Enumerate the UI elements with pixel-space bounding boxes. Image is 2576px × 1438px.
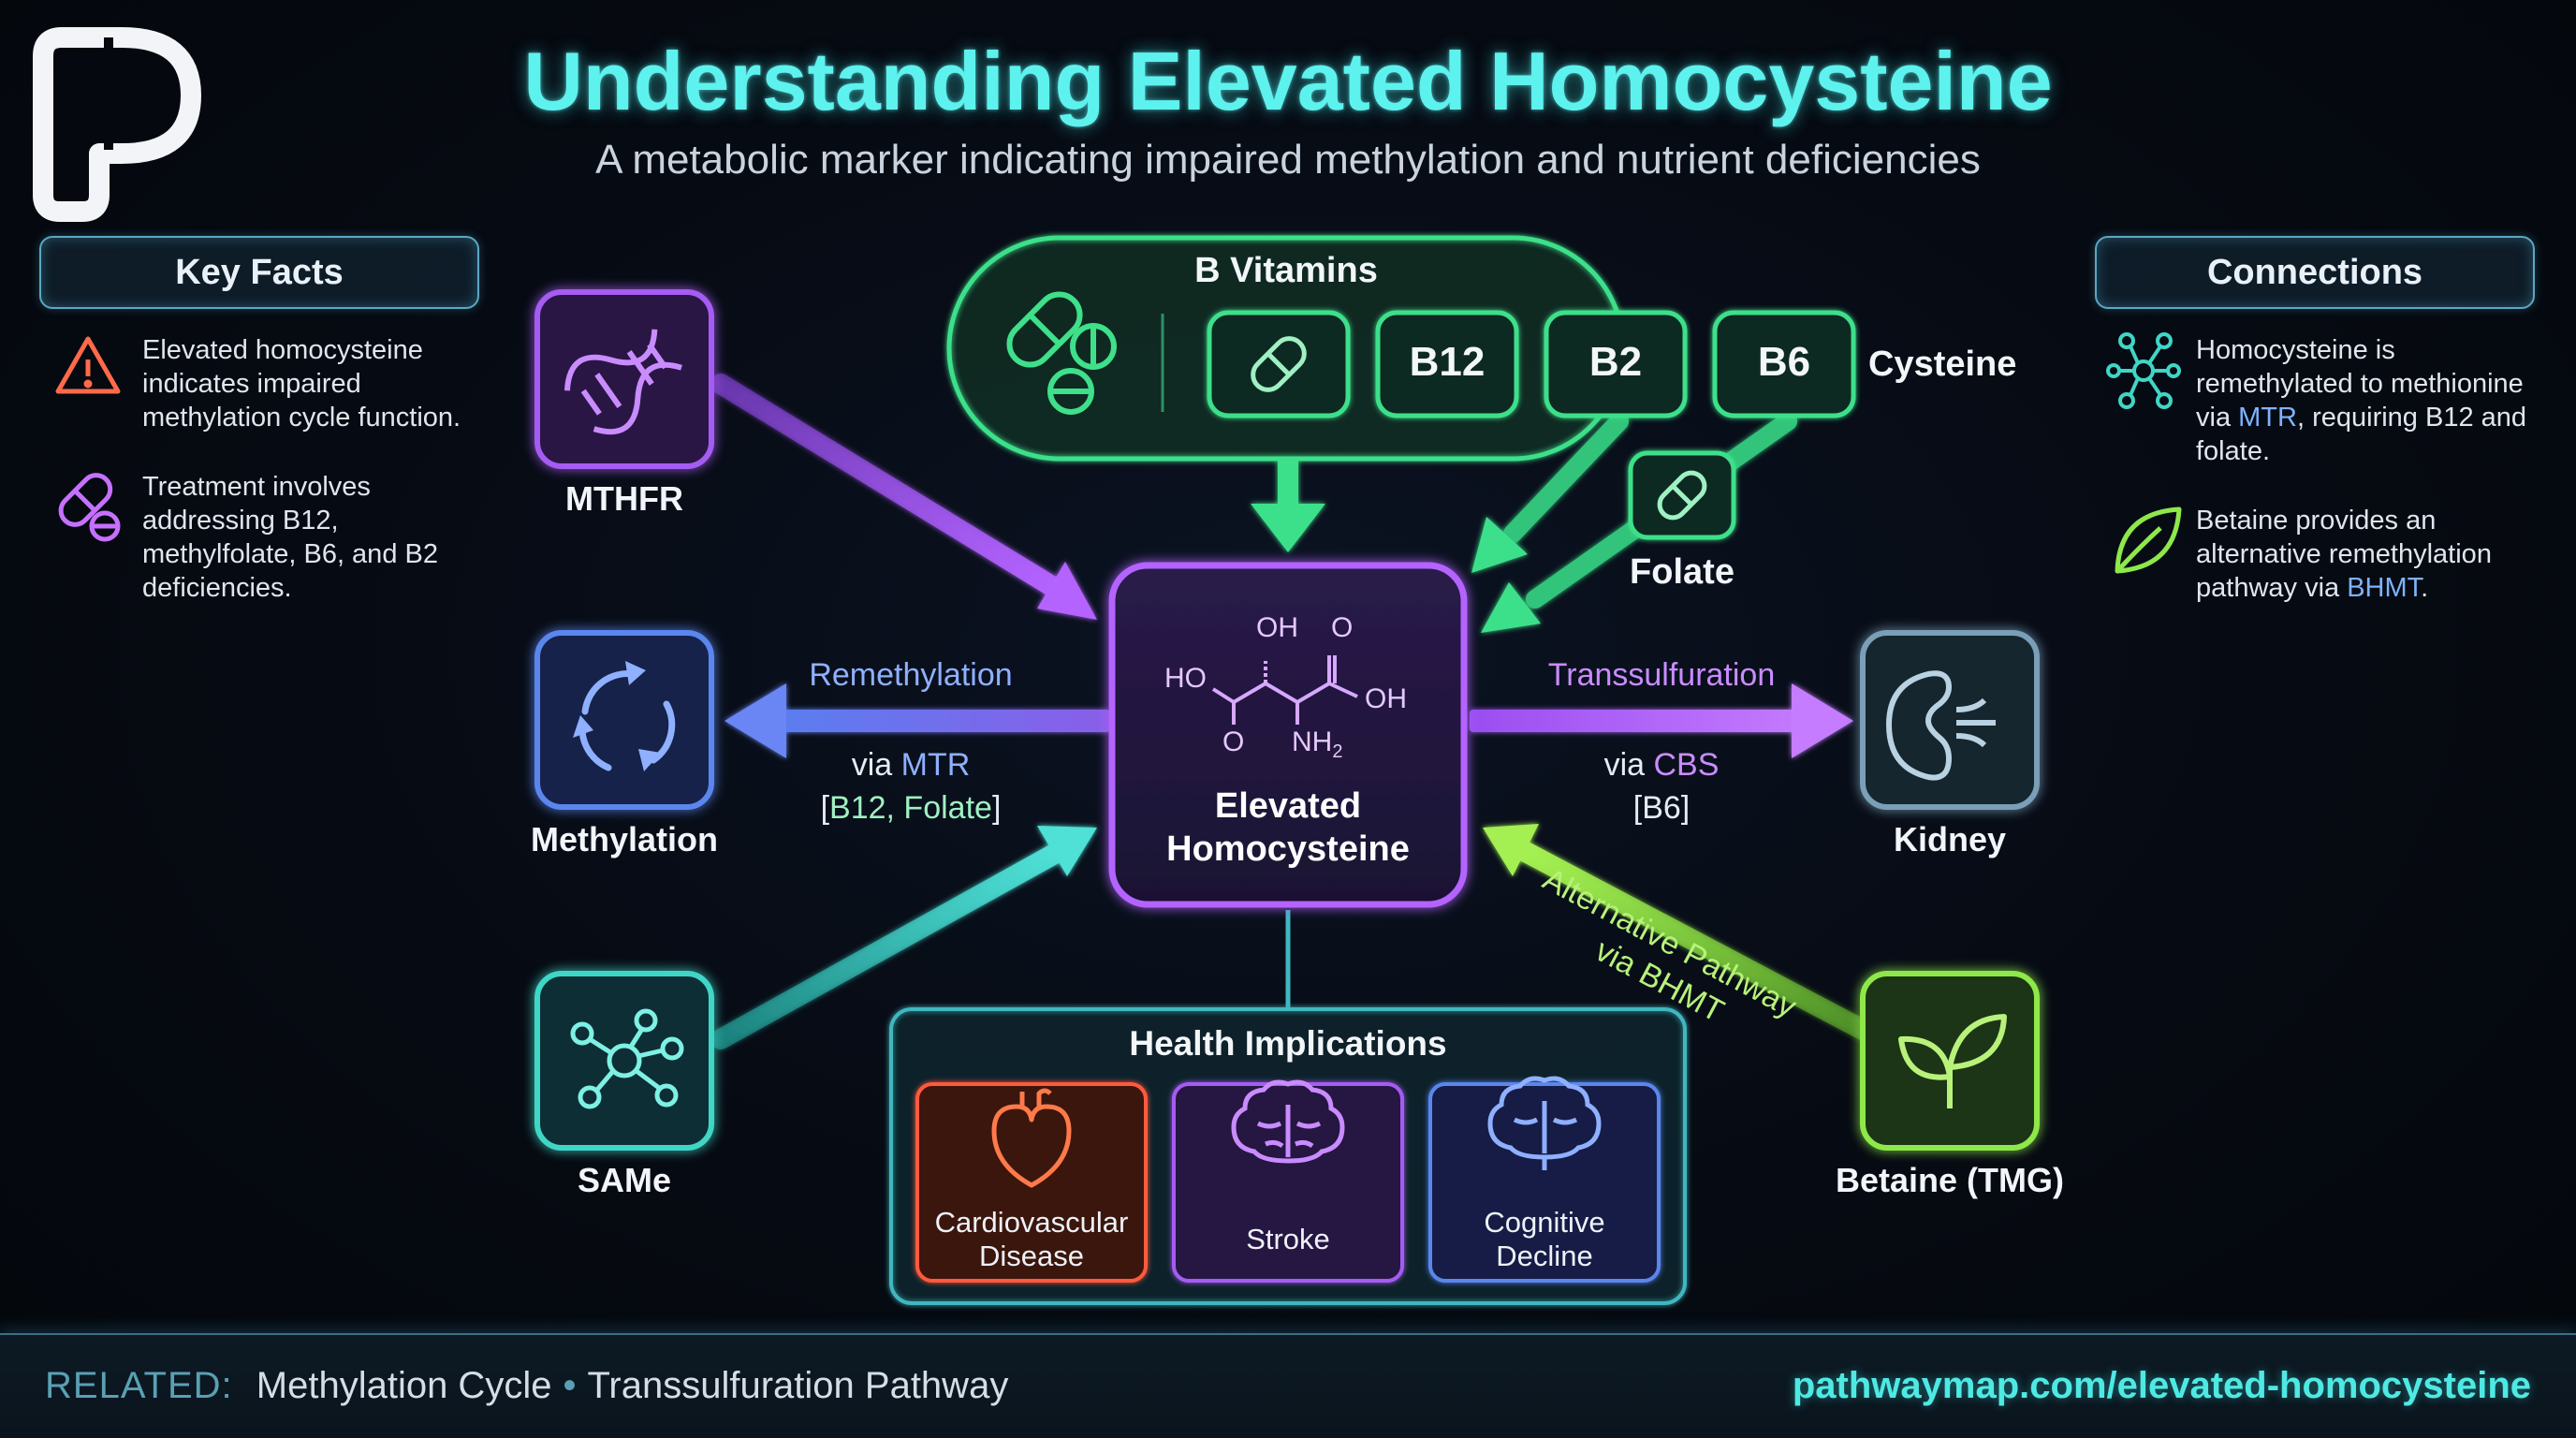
- related-links: RELATED: Methylation Cycle •Transsulfurat…: [45, 1365, 1008, 1407]
- card-cardiovascular[interactable]: [915, 1082, 1148, 1283]
- related-transsulfuration-link[interactable]: Transsulfuration Pathway: [587, 1365, 1009, 1406]
- via-cbs-prefix: via: [1603, 747, 1654, 783]
- connection-2-enzyme: BHMT: [2347, 573, 2422, 603]
- stroke-label: Stroke: [1246, 1223, 1330, 1255]
- folate-pill-icon: [1657, 470, 1707, 521]
- chip-b2-label: B2: [1588, 339, 1643, 385]
- health-implications-heading: Health Implications: [1129, 1024, 1447, 1063]
- connection-2-text-end: .: [2421, 573, 2429, 603]
- pill-icon: [58, 473, 121, 542]
- page-title: Understanding Elevated Homocysteine: [523, 35, 2053, 127]
- via-mtr-label: via MTR: [749, 747, 1073, 784]
- b-vitamins-label: B Vitamins: [1194, 251, 1378, 290]
- mthfr-node[interactable]: [534, 289, 714, 469]
- arrow-transsulfuration: [1470, 683, 1853, 758]
- molecule-nh2: NH2: [1292, 726, 1342, 763]
- cognitive-decline-label: Cognitive Decline: [1484, 1206, 1605, 1272]
- page-subtitle: A metabolic marker indicating impaired m…: [595, 137, 1981, 183]
- center-label-line1: Elevated: [1214, 786, 1362, 826]
- arrow-mthfr-to-homocysteine: [710, 374, 1097, 620]
- molecule-nh2-subscript: 2: [1332, 741, 1343, 762]
- betaine-label: Betaine (TMG): [1835, 1161, 2064, 1199]
- mtr-enzyme: MTR: [900, 747, 971, 783]
- arrow-same-to-homocysteine: [710, 826, 1097, 1049]
- mthfr-label: MTHFR: [565, 479, 683, 518]
- key-facts-heading: Key Facts: [39, 236, 479, 309]
- molecule-oh-top: OH: [1256, 612, 1298, 643]
- same-label: SAMe: [577, 1161, 672, 1199]
- molecule-network-icon: [2106, 332, 2181, 409]
- kidney-icon: [1885, 670, 1996, 781]
- chip-b6[interactable]: [1712, 310, 1856, 418]
- chip-b12[interactable]: [1375, 310, 1519, 418]
- homocysteine-center-node[interactable]: [1108, 562, 1468, 908]
- pills-icon: [1006, 291, 1117, 415]
- arrow-betaine-to-homocysteine: [1483, 824, 1873, 1040]
- arrow-b2-to-homocysteine: [1471, 412, 1629, 573]
- molecule-network-icon: [570, 1008, 684, 1109]
- arrow-remethylation: [724, 683, 1110, 758]
- connection-1-enzyme: MTR: [2238, 403, 2297, 433]
- chip-b12-label: B12: [1409, 339, 1486, 385]
- card-cognitive-decline[interactable]: [1428, 1082, 1661, 1283]
- key-fact-1: Elevated homocysteine indicates impaired…: [142, 335, 461, 433]
- connection-2: Betaine provides an alternative remethyl…: [2196, 504, 2544, 605]
- warning-icon: [55, 336, 121, 394]
- mtr-cofactors-open: [: [820, 790, 830, 826]
- connections-heading: Connections: [2095, 236, 2535, 309]
- mtr-cofactors-label: [B12, Folate]: [749, 790, 1073, 827]
- related-methylation-cycle-link[interactable]: Methylation Cycle: [256, 1365, 552, 1406]
- methylation-node[interactable]: [534, 630, 714, 810]
- cycle-arrows-icon: [573, 661, 676, 771]
- cbs-cofactor-label: [B6]: [1632, 790, 1690, 826]
- center-label: Elevated Homocysteine: [1112, 785, 1464, 871]
- center-label-line2: Homocysteine: [1166, 829, 1410, 869]
- molecule-oh-right: OH: [1365, 683, 1407, 714]
- sprout-leaves-icon: [1898, 1014, 2007, 1108]
- arrow-bvitamins-to-homocysteine: [1251, 459, 1325, 552]
- mtr-cofactors-close: ]: [991, 790, 1002, 826]
- same-node[interactable]: [534, 971, 714, 1151]
- chip-pill-icon[interactable]: [1207, 310, 1351, 418]
- connection-2-text: Betaine provides an alternative remethyl…: [2196, 506, 2492, 603]
- molecule-ho-left: HO: [1164, 663, 1207, 694]
- molecule-o-bottom: O: [1222, 726, 1245, 757]
- related-separator: •: [563, 1365, 577, 1406]
- homocysteine-molecule-structure: [1211, 655, 1358, 725]
- cardiovascular-label: Cardiovascular Disease: [934, 1206, 1129, 1272]
- brain-icon: [1231, 1079, 1345, 1164]
- folate-label: Folate: [1630, 552, 1734, 592]
- chip-b2[interactable]: [1544, 310, 1688, 418]
- chip-b6-label: B6: [1757, 339, 1811, 385]
- pathwaymap-logo-icon: [33, 27, 201, 222]
- via-mtr-prefix: via: [851, 747, 901, 783]
- cbs-enzyme: CBS: [1653, 747, 1720, 783]
- mtr-cofactors: B12, Folate: [829, 790, 992, 826]
- connection-1-text-end: , requiring B12 and folate.: [2196, 403, 2527, 466]
- leaf-icon: [2115, 506, 2182, 574]
- connection-1-text: Homocysteine is remethylated to methioni…: [2196, 335, 2524, 433]
- methylation-label: Methylation: [530, 820, 718, 858]
- folate-node[interactable]: [1628, 450, 1736, 540]
- molecule-o-top: O: [1331, 612, 1354, 643]
- related-label: RELATED:: [45, 1365, 233, 1406]
- cysteine-label: Cysteine: [1868, 345, 2017, 384]
- key-fact-2: Treatment involves addressing B12, methy…: [142, 472, 438, 603]
- transsulfuration-label: Transsulfuration: [1547, 657, 1776, 693]
- heart-icon: [991, 1088, 1072, 1188]
- dna-icon: [564, 329, 682, 435]
- footer-bar: [0, 1333, 2576, 1438]
- molecule-nh: NH: [1292, 726, 1333, 757]
- footer-url-link[interactable]: pathwaymap.com/elevated-homocysteine: [1792, 1365, 2531, 1406]
- kidney-label: Kidney: [1893, 820, 2007, 858]
- connection-1: Homocysteine is remethylated to methioni…: [2196, 333, 2544, 468]
- remethylation-label: Remethylation: [809, 657, 1013, 693]
- brain-icon: [1487, 1076, 1602, 1170]
- via-cbs-label: via CBS: [1498, 747, 1825, 784]
